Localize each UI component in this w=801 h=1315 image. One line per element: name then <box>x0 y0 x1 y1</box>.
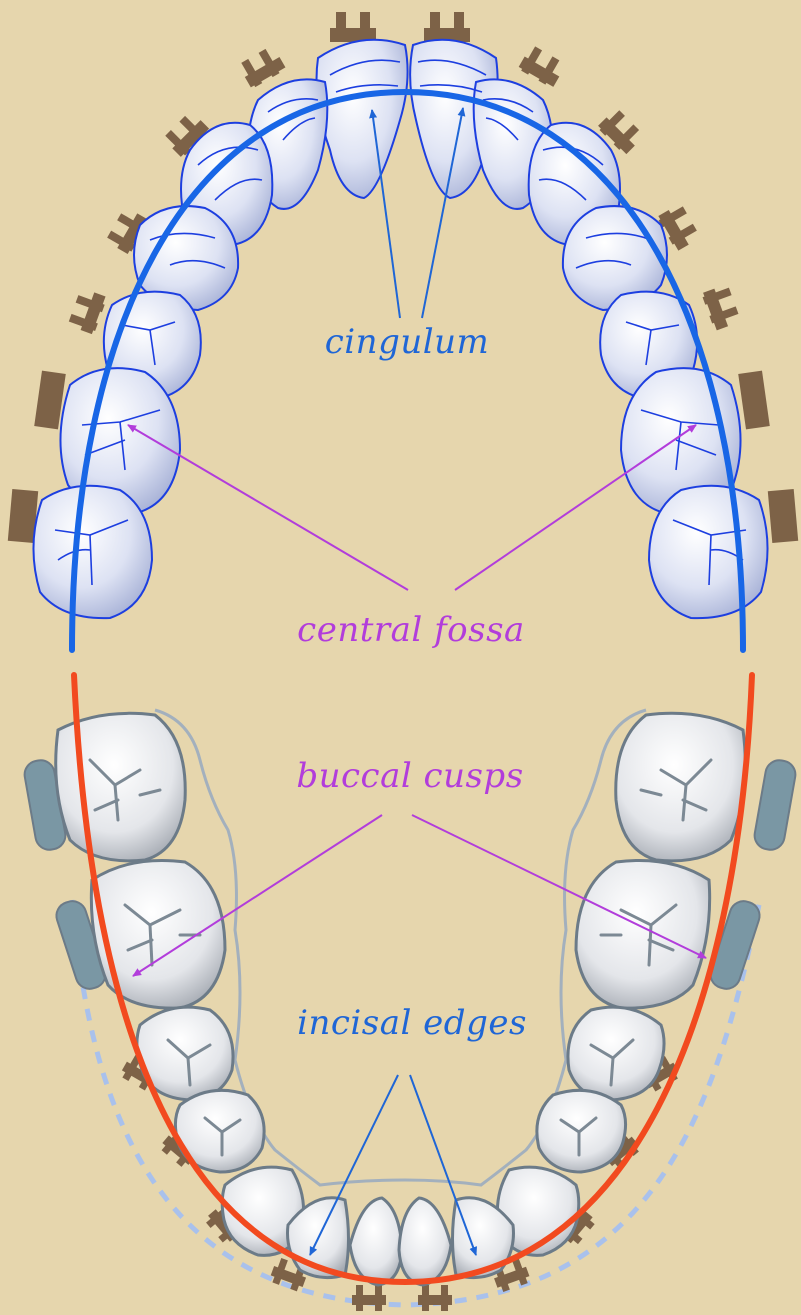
upper-tooth <box>33 486 152 618</box>
upper-tooth <box>317 40 408 198</box>
lower-teeth <box>56 713 746 1285</box>
lower-tooth <box>616 713 746 861</box>
lower-tooth <box>576 860 710 1008</box>
lower-tooth <box>91 860 225 1008</box>
lower-tooth <box>350 1198 402 1285</box>
upper-tooth <box>649 486 768 618</box>
lower-tooth <box>399 1198 451 1285</box>
label-buccal-cusps: buccal cusps <box>296 756 523 796</box>
label-incisal-edges: incisal edges <box>297 1003 527 1043</box>
label-central-fossa: central fossa <box>297 610 525 650</box>
label-cingulum: cingulum <box>325 322 490 362</box>
central-fossa-arrows <box>128 425 696 590</box>
